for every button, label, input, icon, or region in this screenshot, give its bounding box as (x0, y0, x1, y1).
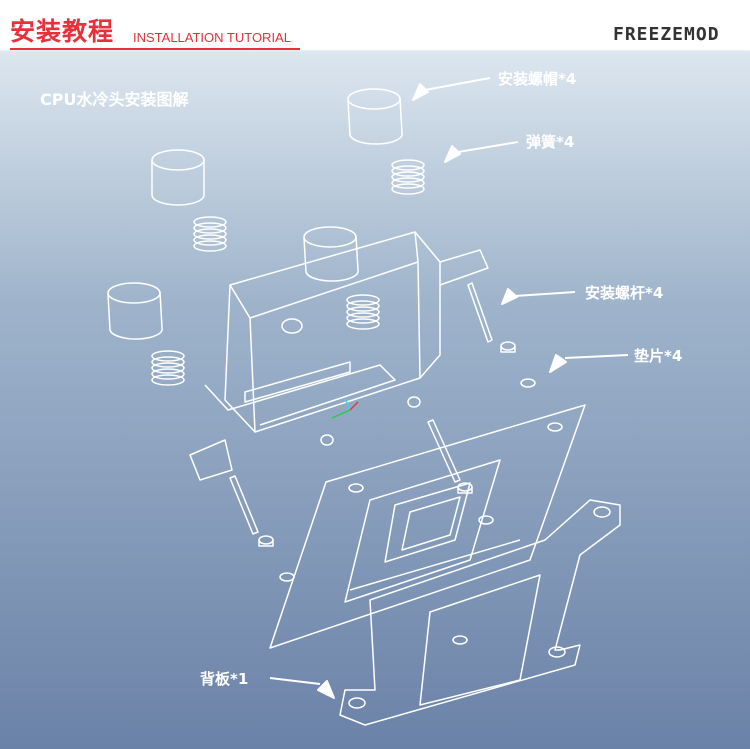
label-cap-nut: 安装螺帽*4 (498, 70, 577, 88)
leader-arrows (269, 77, 629, 699)
spring-4 (346, 294, 380, 330)
page-title-english: INSTALLATION TUTORIAL (133, 30, 291, 45)
backplate (339, 499, 621, 726)
brand-logo: FREEZEMOD (613, 24, 720, 45)
label-washer: 垫片*4 (634, 347, 683, 365)
label-spring: 弹簧*4 (526, 133, 575, 151)
cap-nut-4 (303, 226, 359, 282)
spring-3 (151, 350, 185, 386)
water-block (189, 231, 489, 481)
page-title: 安装教程 (10, 17, 115, 46)
label-screw: 安装螺杆*4 (585, 284, 664, 302)
spring-1 (193, 216, 227, 252)
screw-1 (467, 282, 516, 353)
label-backplate: 背板*1 (200, 670, 249, 688)
cap-nut-1 (151, 149, 205, 206)
washer (520, 378, 536, 388)
screw-2 (427, 419, 473, 494)
spring-2 (391, 159, 425, 195)
diagram-subtitle: CPU水冷头安装图解 (40, 90, 189, 109)
cap-nut-3 (107, 282, 163, 340)
title-underline (10, 48, 300, 50)
cap-nut-2 (347, 88, 403, 145)
mounting-plate (269, 404, 586, 649)
header-bar: 安装教程 INSTALLATION TUTORIAL FREEZEMOD (0, 0, 750, 50)
screw-3 (229, 475, 274, 547)
